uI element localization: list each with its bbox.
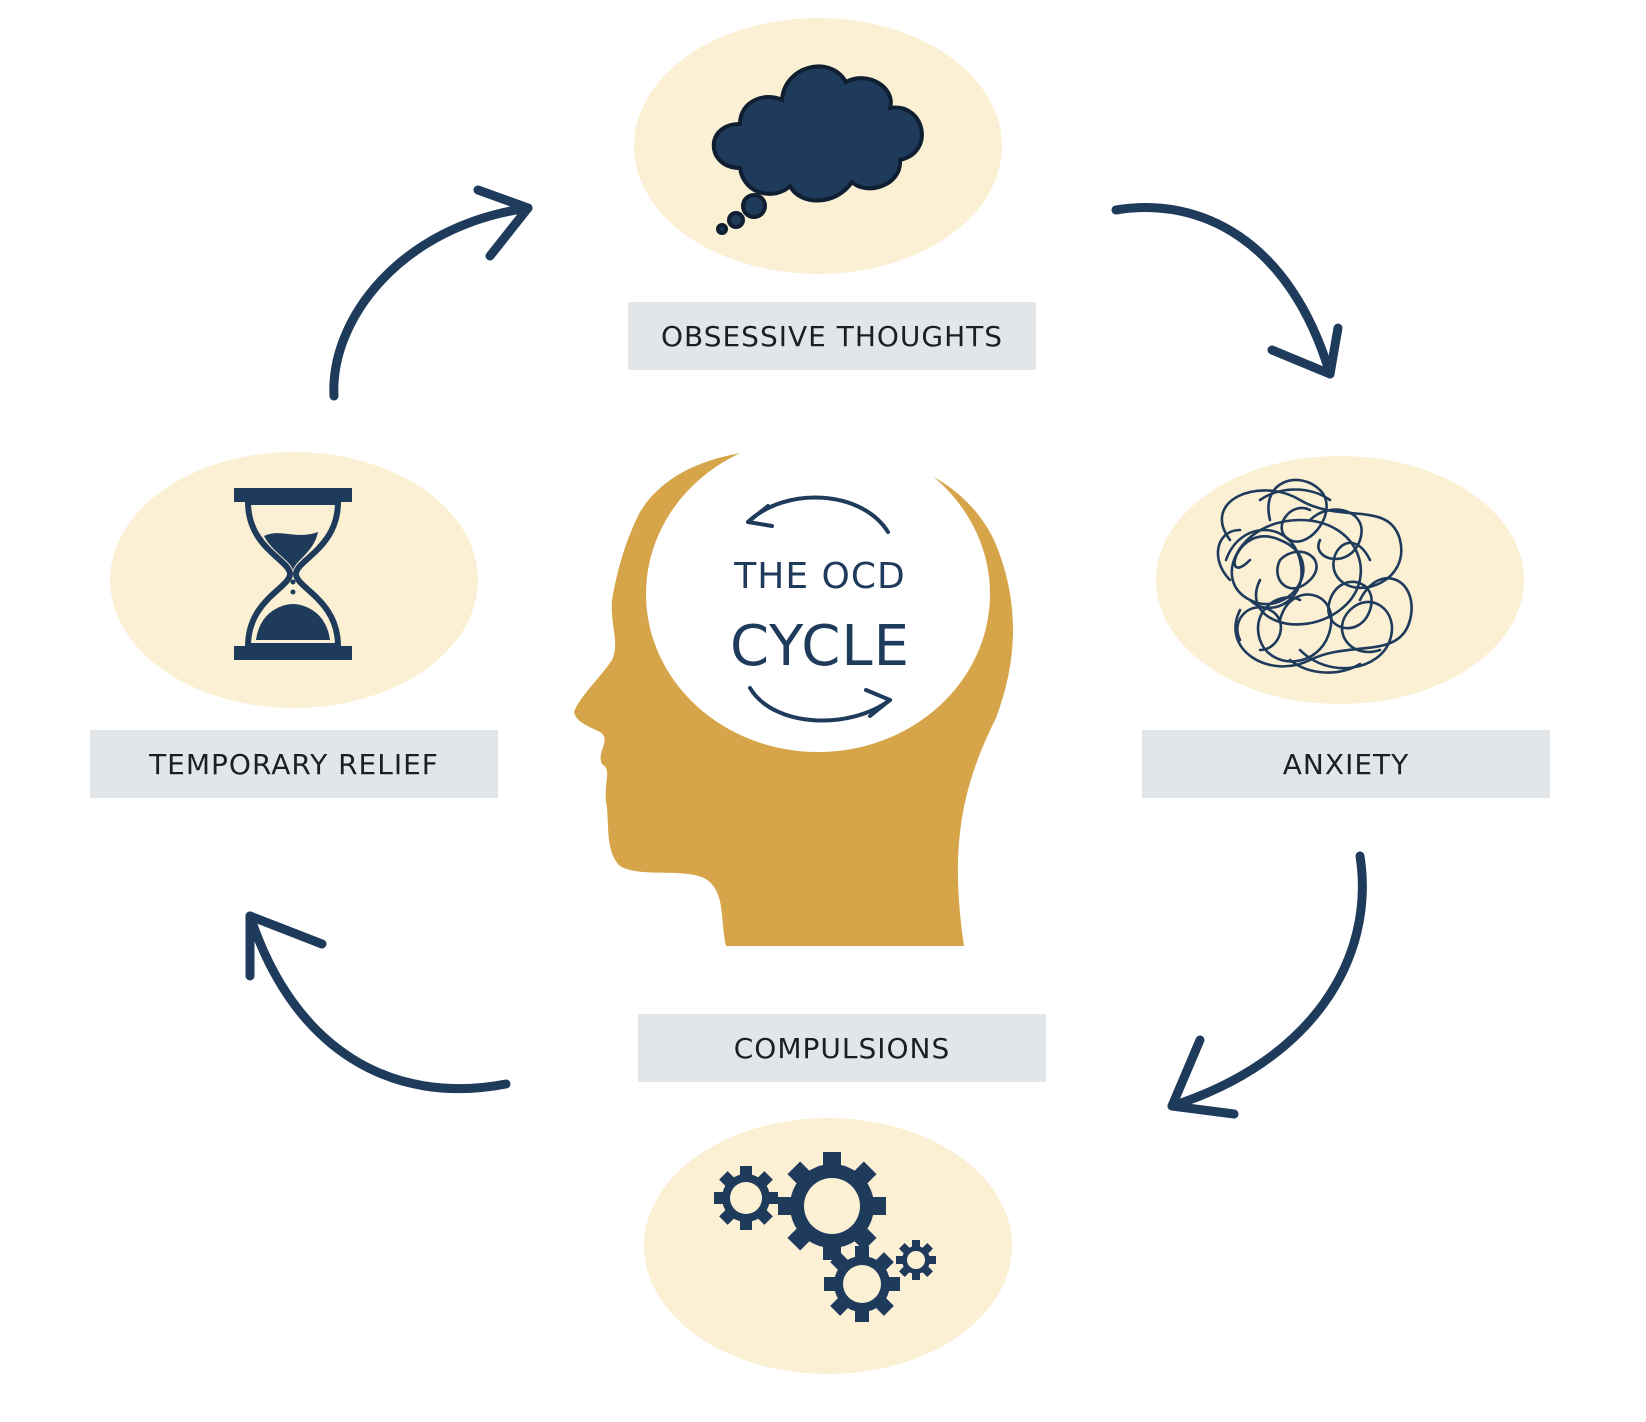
center-title-line2: CYCLE xyxy=(730,614,910,679)
center-title-line1: THE OCD xyxy=(734,556,906,597)
center-cycle-arrows xyxy=(746,495,892,723)
stage-label-compulsions: COMPULSIONS xyxy=(638,1014,1046,1082)
thought-cloud-icon xyxy=(711,64,924,235)
arrow-anxiety-to-compulsions xyxy=(1167,851,1367,1119)
brain-ellipse xyxy=(646,436,990,752)
arrow-thoughts-to-anxiety xyxy=(1111,203,1343,379)
stage-label-temporary-relief: TEMPORARY RELIEF xyxy=(90,730,498,798)
arrow-relief-to-thoughts xyxy=(329,185,533,401)
stage-label-obsessive-thoughts: OBSESSIVE THOUGHTS xyxy=(628,302,1036,370)
hourglass-icon xyxy=(234,488,352,660)
stage-label-anxiety: ANXIETY xyxy=(1142,730,1550,798)
tangled-scribble-icon xyxy=(1216,478,1413,674)
cycle-arrows xyxy=(245,185,1367,1119)
arrow-compulsions-to-relief xyxy=(245,911,511,1094)
